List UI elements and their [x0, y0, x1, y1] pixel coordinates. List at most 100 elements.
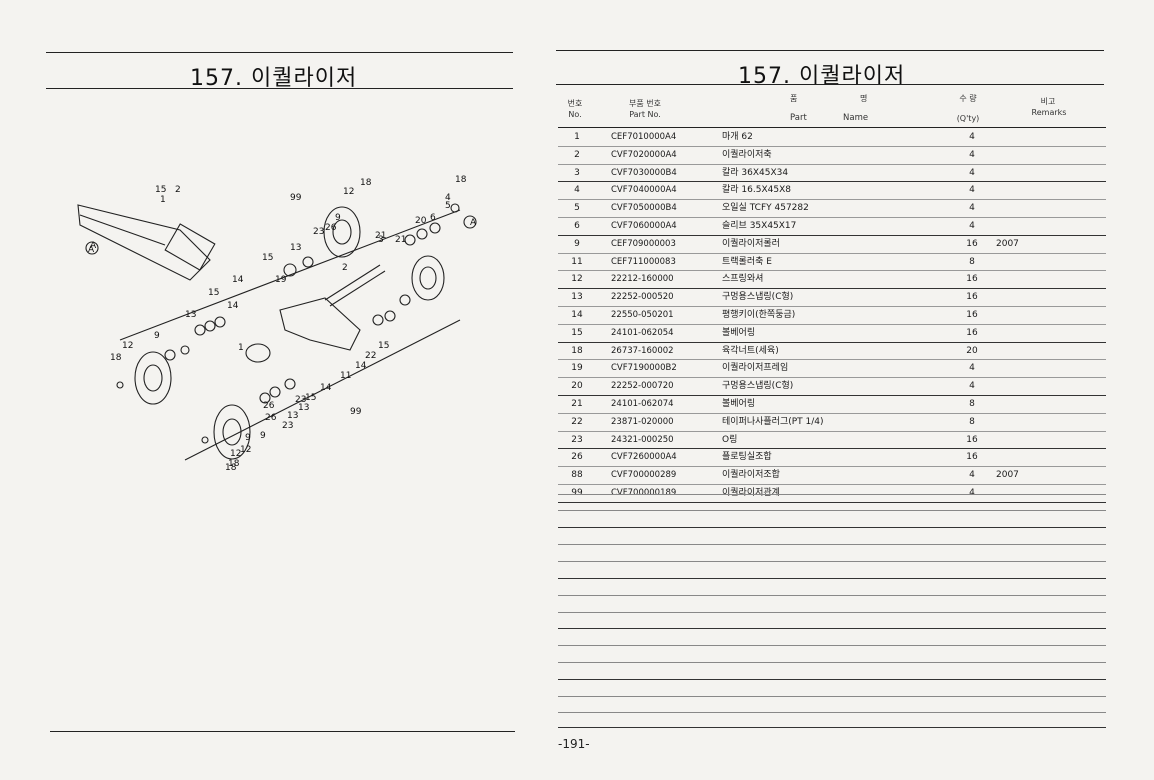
header-bottom-rule [558, 127, 1106, 128]
right-page-title: 157. 이퀄라이저 [738, 64, 906, 89]
callout-number: 26 [265, 413, 277, 423]
callout-number: 26 [263, 401, 275, 411]
frame-block [164, 223, 216, 271]
header-no-kr: 번호 [567, 99, 583, 108]
bottom-rule [50, 731, 515, 732]
equalizer-frame [279, 297, 361, 351]
empty-row-line [558, 645, 1106, 646]
callout-number: 2 [175, 185, 181, 195]
empty-row-line [558, 679, 1106, 680]
callout-number: 15 [208, 288, 219, 298]
callout-number: 3 [378, 235, 384, 245]
callout-number: 15 [378, 341, 389, 351]
header-name-kr-2: 명 [860, 94, 868, 103]
callout-number: 21 [395, 235, 406, 245]
callout-number: 9 [260, 431, 266, 441]
empty-row-line [558, 561, 1106, 562]
roller-upper [323, 206, 361, 258]
callout-number: 5 [445, 201, 451, 211]
callout-number: 99 [290, 193, 302, 203]
callout-number: 15 [305, 393, 316, 403]
header-no-en: No. [568, 110, 582, 119]
header-pn-kr: 부품 번호 [629, 99, 661, 108]
callout-number: A [90, 241, 97, 251]
right-title-rule [556, 84, 1104, 85]
callout-number: 23 [282, 421, 293, 431]
callout-number: 18 [225, 463, 237, 473]
callout-number: 14 [355, 361, 367, 371]
cap-part [245, 343, 271, 363]
empty-row-line [558, 494, 1106, 495]
callout-number: 13 [290, 243, 301, 253]
callout-number: 11 [340, 371, 351, 381]
header-name-en-1: Part [790, 113, 807, 123]
empty-row-line [558, 578, 1106, 579]
callout-number: 14 [227, 301, 239, 311]
header-qty-en: (Q'ty) [956, 114, 980, 123]
callout-number: 6 [430, 213, 436, 223]
empty-row-line [558, 628, 1106, 629]
callout-number: 22 [365, 351, 376, 361]
roller-left [134, 351, 172, 405]
callout-number: 23 [295, 395, 306, 405]
callout-number: 2 [342, 263, 348, 273]
empty-row-line [558, 595, 1106, 596]
callout-number: 12 [122, 341, 133, 351]
empty-row-line [558, 544, 1106, 545]
guide-line-upper [119, 209, 461, 341]
header-name-en-2: Name [843, 113, 869, 123]
ref-a-circle-right [463, 215, 477, 229]
callout-number: 26 [325, 223, 337, 233]
empty-row-line [558, 510, 1106, 511]
callout-number: 12 [230, 449, 241, 459]
empty-row-line [558, 662, 1106, 663]
title-rule [46, 88, 513, 89]
callout-number: 13 [185, 310, 196, 320]
callout-number: A [470, 218, 477, 228]
callout-number: 12 [343, 187, 354, 197]
roller-right [411, 255, 445, 301]
header-qty-kr: 수 량 [959, 94, 977, 103]
callout-number: 18 [360, 178, 372, 188]
equalizer-shaft [324, 264, 381, 301]
left-page-title: 157. 이퀄라이저 [190, 66, 358, 91]
callout-number: 9 [245, 433, 251, 443]
callout-number: 4 [445, 193, 451, 203]
empty-row-line [558, 527, 1106, 528]
page-number: -191- [558, 737, 590, 751]
roller-bottom [213, 404, 251, 460]
callout-number: 12 [240, 445, 251, 455]
callout-number: 1 [238, 343, 244, 353]
callout-number: A [88, 245, 95, 255]
frame-bracket [77, 204, 211, 281]
callout-number: 15 [155, 185, 166, 195]
callout-number: 18 [228, 459, 240, 469]
guide-line-lower [184, 319, 461, 461]
header-name-kr-1: 품 [790, 94, 798, 103]
right-top-rule [556, 50, 1104, 51]
callout-number: 18 [110, 353, 122, 363]
left-page: 157. 이퀄라이저 [0, 0, 540, 780]
empty-row-line [558, 712, 1106, 713]
callout-number: 21 [375, 231, 386, 241]
callout-number: 9 [154, 331, 160, 341]
callout-number: 99 [350, 407, 362, 417]
